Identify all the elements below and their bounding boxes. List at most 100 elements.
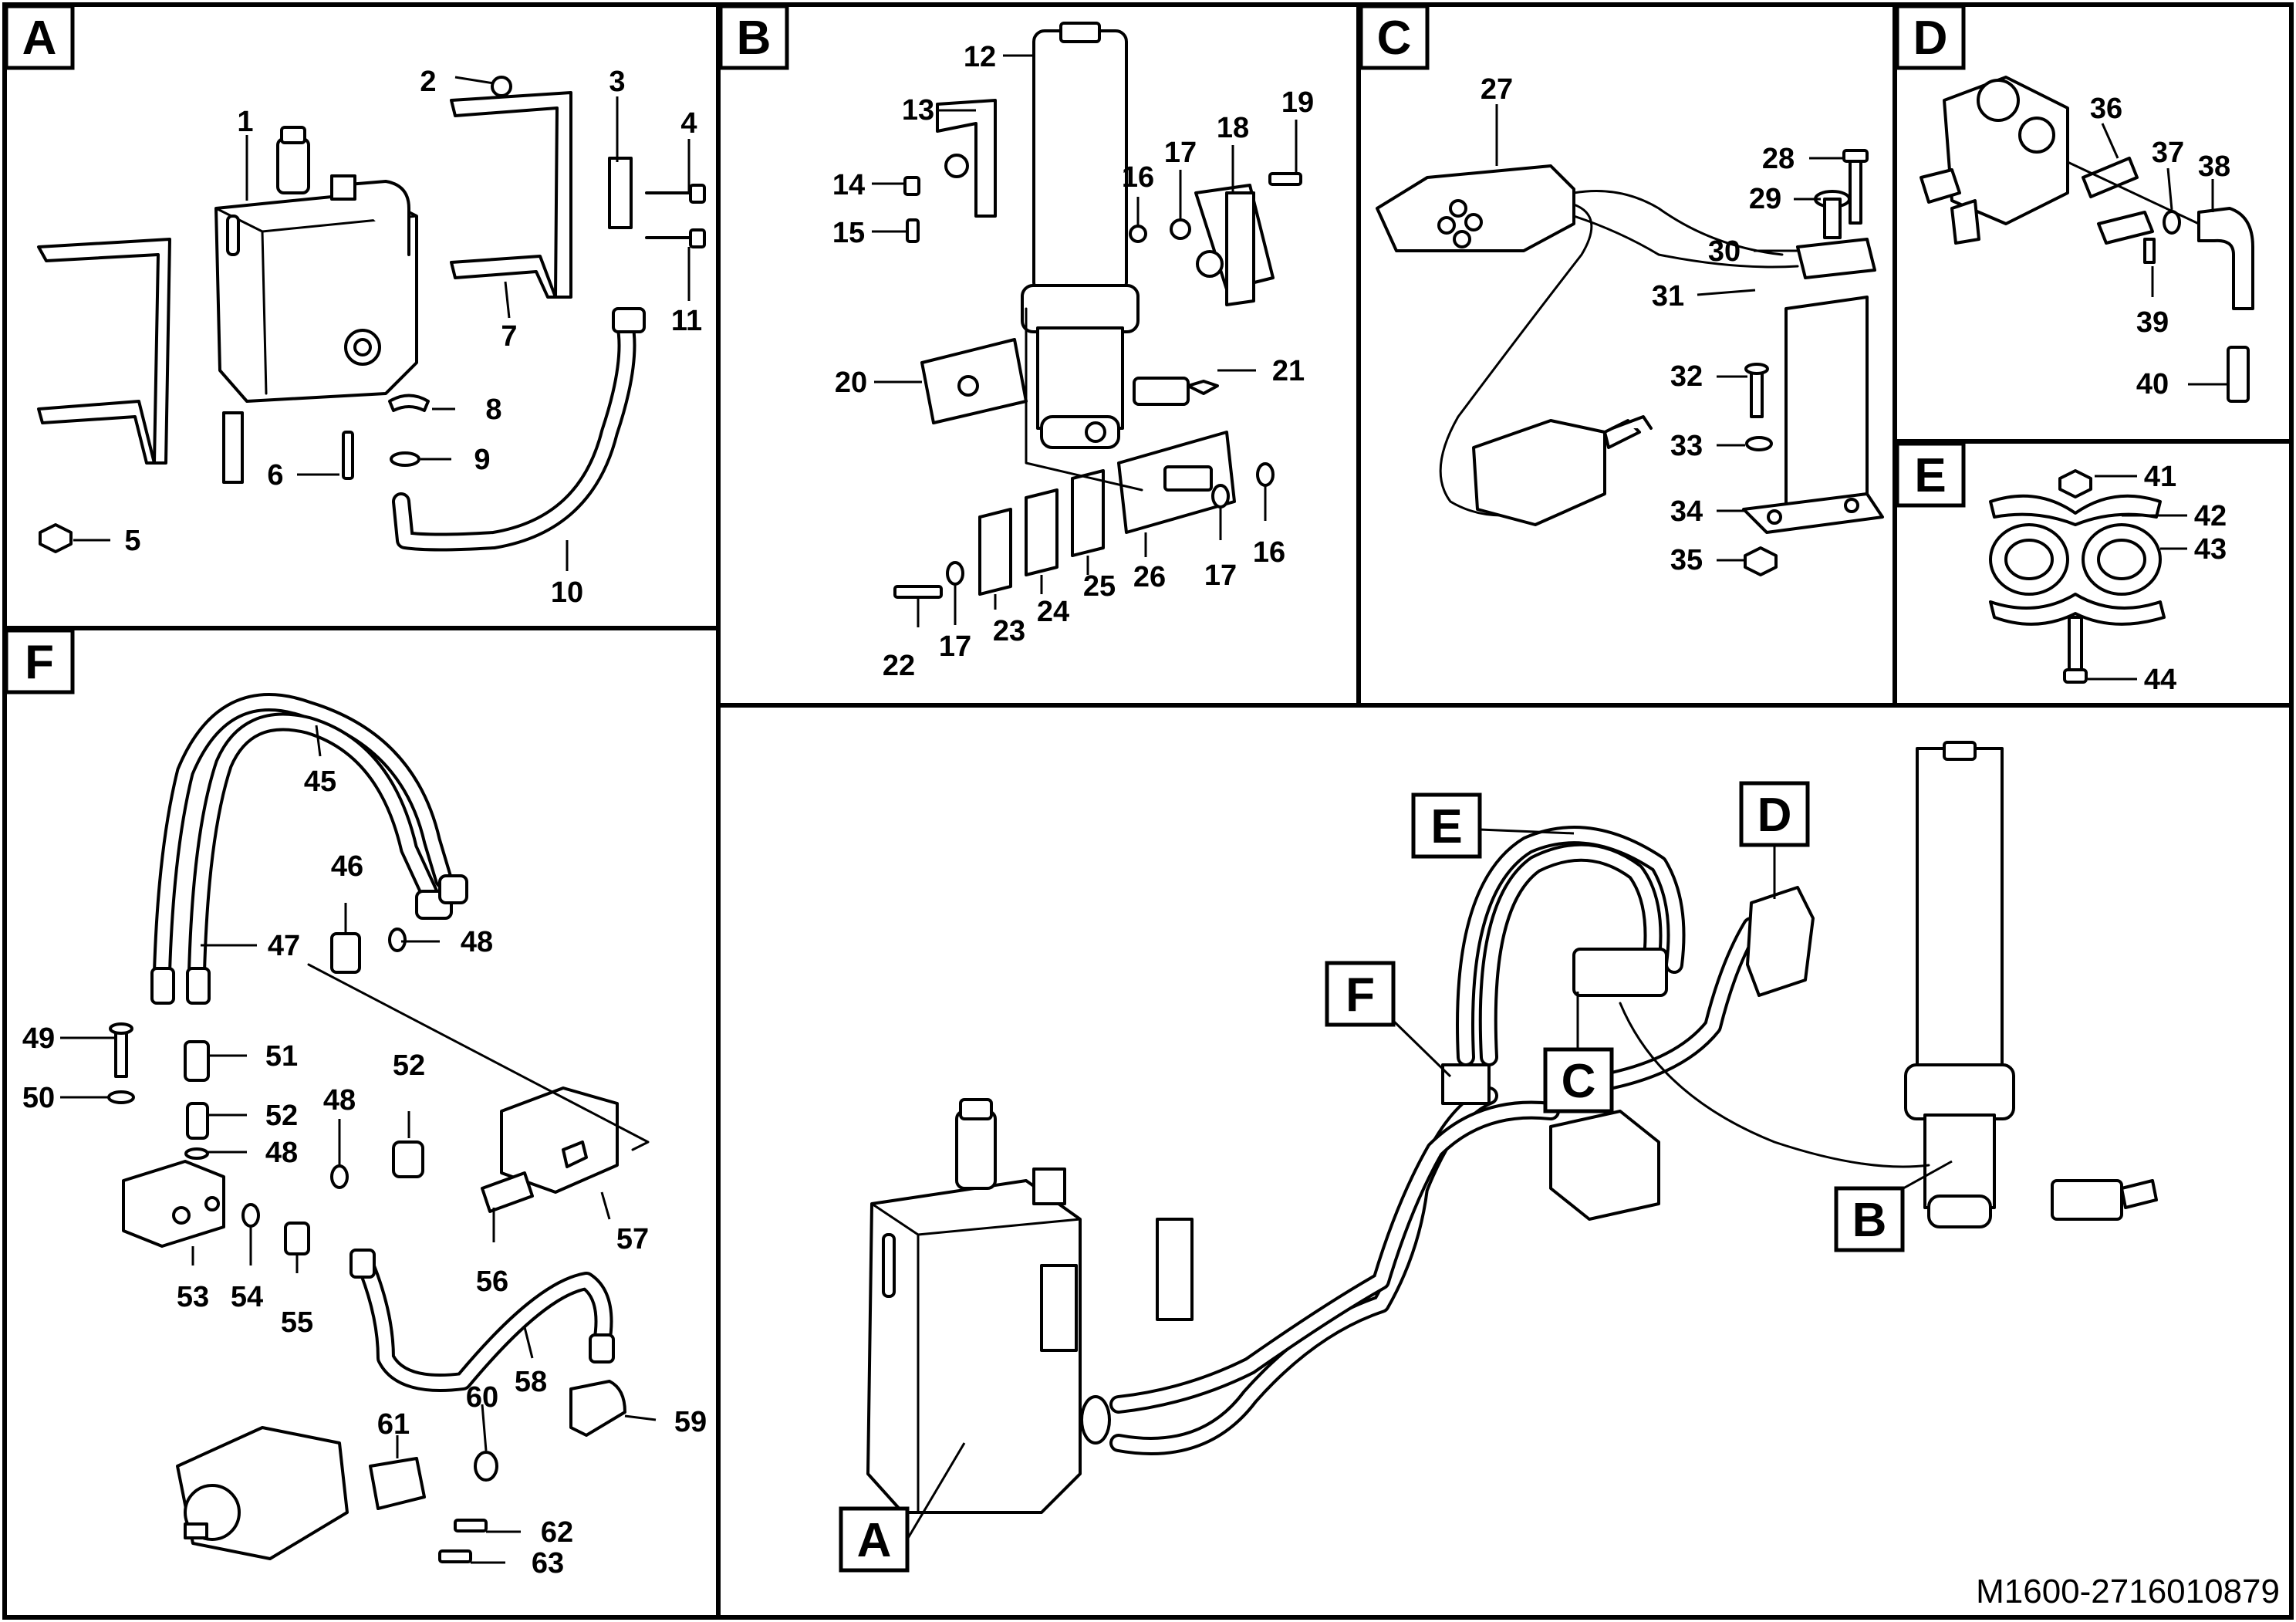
overview-label-f: F (1325, 961, 1452, 1078)
callout-19: 19 (1281, 86, 1314, 119)
switch-assembly-drawing (1376, 149, 1884, 576)
overview-label-b: B (1834, 1160, 1953, 1252)
panel-b-leaders (872, 54, 1298, 627)
assembly-letter: F (1346, 968, 1375, 1022)
overview-label-c: C (1543, 992, 1614, 1113)
callout-21: 21 (1272, 355, 1305, 387)
panel-letter: C (1377, 12, 1412, 65)
callout-20: 20 (835, 367, 867, 399)
callout-28: 28 (1762, 143, 1795, 175)
callout-27: 27 (1481, 73, 1513, 106)
callout-4: 4 (680, 107, 697, 140)
callout-50: 50 (22, 1082, 55, 1114)
callout-53: 53 (177, 1281, 209, 1313)
callout-3: 3 (609, 66, 625, 98)
callout-59: 59 (674, 1406, 707, 1438)
callout-40: 40 (2136, 368, 2169, 400)
callout-15: 15 (832, 217, 865, 249)
valve-block-drawing (1920, 76, 2254, 403)
callout-52b: 52 (393, 1049, 425, 1082)
panel-letter: D (1913, 12, 1948, 65)
assembly-letter: C (1562, 1055, 1596, 1108)
callout-57: 57 (616, 1223, 649, 1255)
callout-22: 22 (883, 650, 915, 682)
panel-label-c: C (1359, 4, 1430, 70)
callout-33: 33 (1670, 430, 1703, 462)
callout-14: 14 (832, 169, 865, 201)
callout-24: 24 (1037, 596, 1069, 628)
callout-37: 37 (2152, 137, 2184, 169)
callout-42: 42 (2194, 500, 2227, 532)
callout-56: 56 (476, 1265, 508, 1298)
cylinder-assembly-drawing (893, 22, 1302, 599)
callout-54: 54 (231, 1281, 263, 1313)
callout-16: 16 (1122, 161, 1154, 194)
callout-48c: 48 (323, 1084, 356, 1117)
callout-12: 12 (964, 41, 996, 73)
assembly-letter: A (857, 1514, 892, 1567)
callout-25: 25 (1083, 570, 1116, 603)
panel-letter: E (1914, 449, 1946, 502)
callout-17b: 17 (939, 630, 971, 663)
callout-7: 7 (501, 320, 517, 353)
assembly-letter: E (1430, 800, 1462, 853)
panel-letter: F (25, 636, 54, 689)
callout-8: 8 (485, 394, 501, 426)
panel-letter: B (737, 12, 772, 65)
panel-label-e: E (1895, 441, 1966, 508)
callout-6: 6 (267, 459, 283, 492)
overview-label-d: D (1739, 781, 1810, 899)
panel-label-d: D (1895, 4, 1966, 70)
callout-62: 62 (541, 1516, 573, 1549)
callout-39: 39 (2136, 306, 2169, 339)
callout-46: 46 (331, 850, 363, 883)
callout-47: 47 (268, 930, 300, 962)
callout-16b: 16 (1253, 536, 1285, 569)
callout-58: 58 (515, 1366, 547, 1398)
panel-e-callouts: 41 42 43 44 (2144, 461, 2227, 696)
callout-2: 2 (420, 66, 436, 98)
panel-e-leaders (2088, 475, 2187, 681)
panel-c-callouts: 27 28 29 30 31 32 33 34 35 (1481, 73, 1795, 576)
assembly-letter: D (1757, 789, 1792, 842)
callout-48b: 48 (265, 1137, 298, 1169)
assembly-letter: B (1852, 1194, 1887, 1247)
callout-32: 32 (1670, 360, 1703, 393)
callout-11: 11 (671, 305, 702, 337)
callout-31: 31 (1652, 280, 1684, 313)
hose-clamp-drawing (1989, 469, 2166, 684)
callout-13: 13 (902, 94, 934, 127)
overview-label-a: A (839, 1442, 966, 1573)
panel-label-a: A (4, 4, 75, 70)
callout-34: 34 (1670, 495, 1703, 528)
callout-60: 60 (466, 1381, 498, 1414)
panel-c-leaders (1495, 104, 1844, 562)
callout-48: 48 (461, 926, 493, 958)
overview-label-e: E (1411, 792, 1575, 859)
panel-label-b: B (718, 4, 789, 70)
callout-10: 10 (551, 576, 583, 609)
callout-55: 55 (281, 1306, 313, 1339)
callout-45: 45 (304, 765, 336, 798)
panel-f-callouts: 45 46 47 48 49 50 51 52 48 53 54 55 48 5… (22, 765, 707, 1580)
callout-38: 38 (2198, 150, 2230, 183)
callout-61: 61 (377, 1408, 410, 1441)
callout-36: 36 (2090, 93, 2122, 125)
callout-1: 1 (237, 106, 253, 138)
pump-hose-drawing (107, 693, 650, 1563)
panel-f-leaders (60, 725, 657, 1564)
callout-43: 43 (2194, 533, 2227, 566)
callout-49: 49 (22, 1022, 55, 1055)
panel-overview-frame (716, 703, 2294, 1620)
callout-35: 35 (1670, 544, 1703, 576)
callout-30: 30 (1708, 235, 1741, 268)
panel-d-callouts: 36 37 38 39 40 (2090, 93, 2230, 400)
callout-41: 41 (2144, 461, 2176, 493)
callout-18: 18 (1217, 112, 1249, 144)
callout-5: 5 (124, 525, 140, 557)
callout-17: 17 (1164, 137, 1197, 169)
panel-label-f: F (4, 628, 75, 694)
callout-29: 29 (1749, 183, 1781, 215)
callout-23: 23 (993, 615, 1025, 647)
